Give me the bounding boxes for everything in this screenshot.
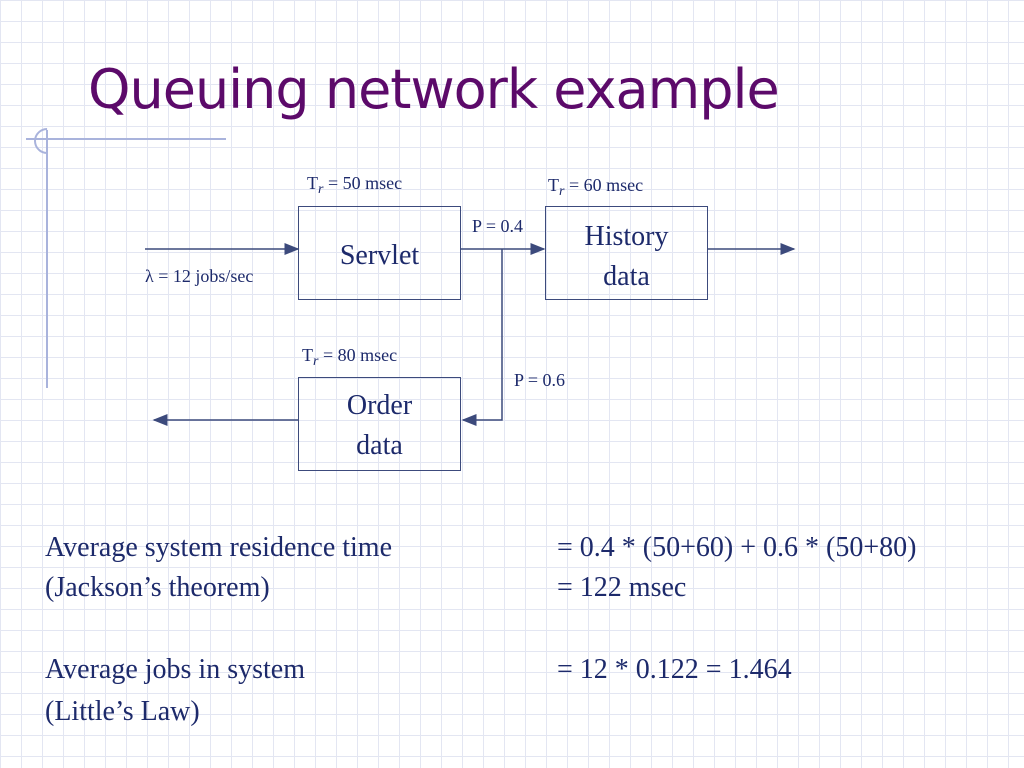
servlet-box: Servlet (298, 206, 461, 300)
jobs-in-system-label-1: Average jobs in system (45, 654, 305, 685)
slide-title: Queuing network example (88, 58, 780, 121)
servlet-to-order-arrow (461, 249, 503, 426)
history-label-line1: History (584, 221, 669, 252)
jobs-in-system-value: = 12 * 0.122 = 1.464 (557, 654, 792, 685)
order-label-line1: Order (346, 390, 413, 421)
order-data-box: Order data (298, 377, 461, 471)
jobs-in-system-label-2: (Little’s Law) (45, 696, 200, 727)
history-response-time: Tr = 60 msec (548, 175, 644, 199)
arrival-rate-label: λ = 12 jobs/sec (145, 266, 254, 286)
residence-time-value-2: = 122 msec (557, 572, 687, 603)
probability-history-label: P = 0.4 (472, 216, 523, 236)
residence-time-value-1: = 0.4 * (50+60) + 0.6 * (50+80) (557, 532, 917, 563)
history-data-box: History data (545, 206, 708, 300)
order-response-time: Tr = 80 msec (302, 345, 398, 369)
residence-time-label-1: Average system residence time (45, 532, 393, 563)
probability-order-label: P = 0.6 (514, 370, 565, 390)
servlet-label: Servlet (339, 240, 420, 271)
decorative-vertical-line (46, 130, 48, 388)
residence-time-label-2: (Jackson’s theorem) (45, 572, 270, 603)
decorative-horizontal-line (26, 138, 226, 140)
servlet-response-time: Tr = 50 msec (307, 173, 403, 197)
order-label-line2: data (356, 430, 403, 461)
history-label-line2: data (603, 261, 650, 292)
